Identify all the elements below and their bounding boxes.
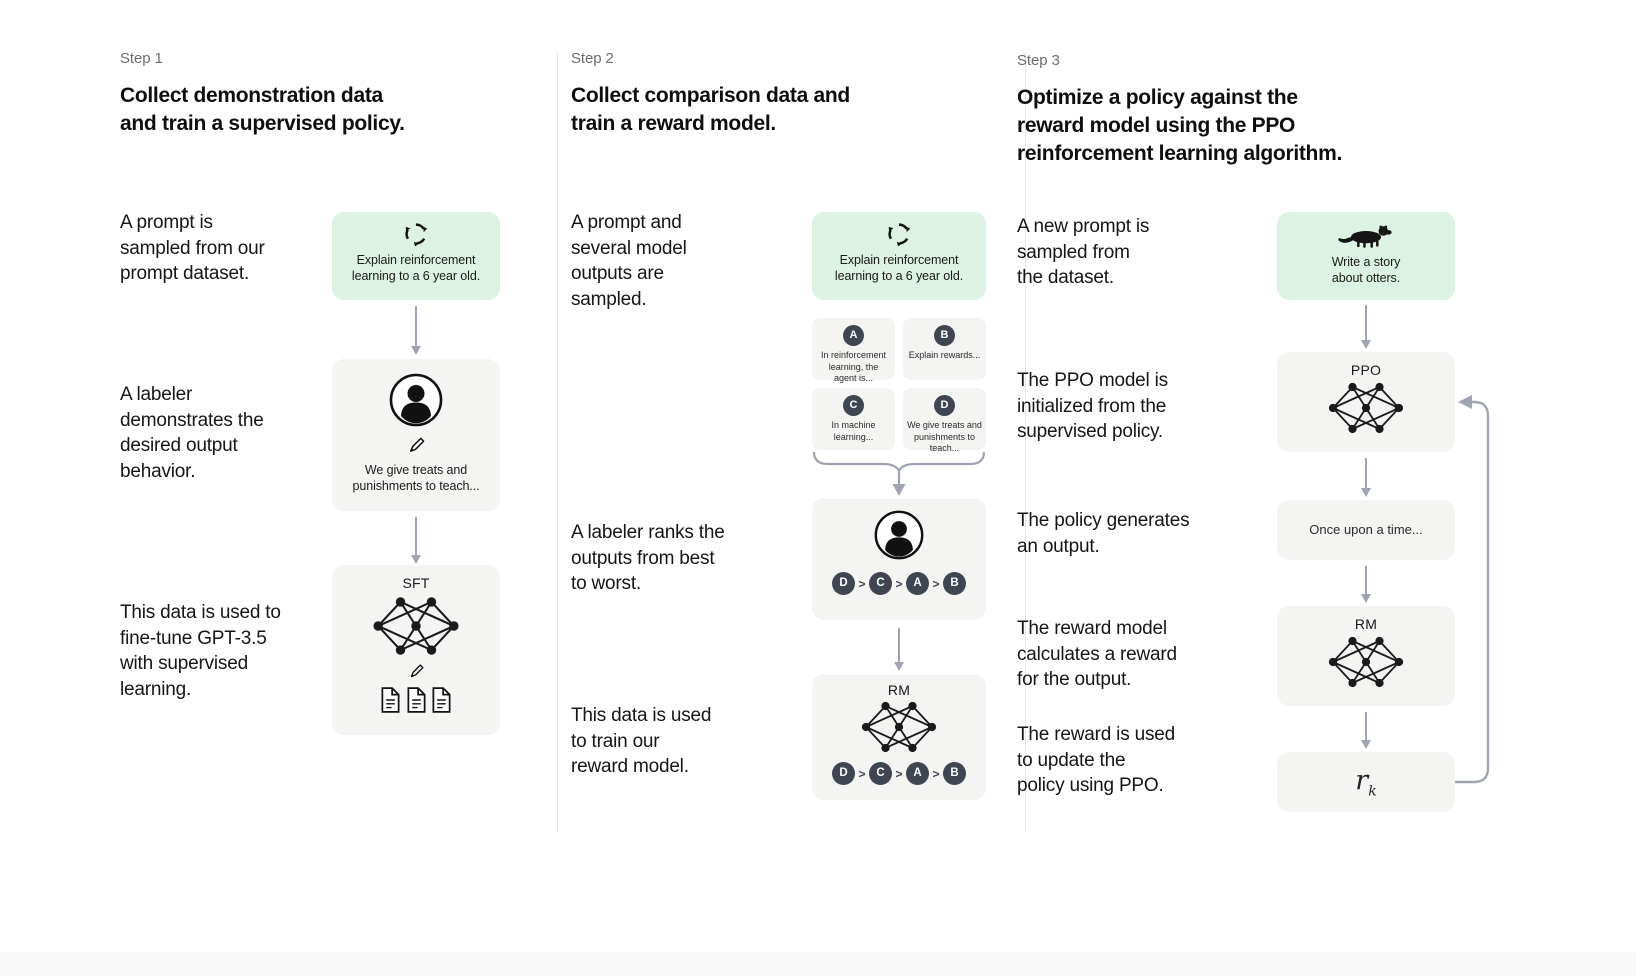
option-card-a: A In reinforcement learning, the agent i… [812,318,895,383]
feedback-loop-arrow [1455,395,1490,784]
rank-separator: > [858,766,866,781]
flow-arrow [898,628,900,662]
rm-label: RM [887,682,911,698]
caption-labeler-ranks: A labeler ranks the outputs from best to… [571,522,725,594]
reward-box: rk [1277,752,1455,812]
caption-ppo-initialized: The PPO model is initialized from the su… [1017,370,1168,442]
otter-icon [1338,225,1392,248]
step-label: Step 1 [120,50,163,67]
prompt-box: Write a story about otters. [1277,212,1455,300]
footer-band [0,952,1636,976]
caption-outputs-sampled: A prompt and several model outputs are s… [571,212,687,310]
flow-arrow [1365,566,1367,594]
option-text: In reinforcement learning, the agent is.… [820,350,887,383]
rank-separator: > [895,766,903,781]
column-divider [1025,52,1026,832]
caption-prompt-sampled: A prompt is sampled from our prompt data… [120,212,265,284]
caption-reward-updates-policy: The reward is used to update the policy … [1017,724,1175,796]
ranking-chips: D>C>A>B [812,572,986,595]
column-divider [557,52,558,832]
rank-separator: > [895,576,903,591]
option-card-b: B Explain rewards... [903,318,986,380]
rank-chip: C [868,762,892,785]
flow-arrow [1365,458,1367,488]
rank-separator: > [932,576,940,591]
option-text: In machine learning... [831,420,876,442]
rm-box: RM [1277,606,1455,706]
rank-chip: A [906,572,929,595]
reward-symbol: rk [1355,765,1377,800]
brace-connector [812,451,986,496]
labeler-demo-text: We give treats and punishments to teach.… [352,463,480,493]
option-card-d: D We give treats and punishments to teac… [903,388,986,453]
neural-network-icon [1328,635,1404,689]
option-text: We give treats and punishments to teach.… [907,420,982,453]
rank-separator: > [932,766,940,781]
step-title: Collect demonstration data and train a s… [120,84,405,135]
option-letter-badge: C [843,395,864,416]
cycle-icon [886,223,912,247]
rank-chip: D [831,762,855,785]
rank-chip: B [943,762,967,785]
caption-labeler-demonstrates: A labeler demonstrates the desired outpu… [120,384,264,482]
ppo-box: PPO [1277,352,1455,452]
flow-arrow [1365,712,1367,740]
neural-network-icon [1328,381,1404,435]
ranking-chips: D>C>A>B [812,762,986,785]
prompt-text: Explain reinforcement learning to a 6 ye… [351,253,481,283]
rank-box: D>C>A>B [812,498,986,620]
neural-network-icon [373,596,459,656]
rm-label: RM [1354,616,1378,632]
rank-separator: > [858,576,866,591]
labeler-box: We give treats and punishments to teach.… [332,359,500,511]
flow-arrow [415,517,417,555]
rank-chip: A [906,762,929,785]
option-letter-badge: A [843,325,864,346]
caption-policy-generates: The policy generates an output. [1017,510,1190,557]
output-text: Once upon a time... [1309,522,1423,537]
sft-label: SFT [402,575,430,591]
prompt-box: Explain reinforcement learning to a 6 ye… [332,212,500,300]
caption-reward-calculated: The reward model calculates a reward for… [1017,618,1177,690]
output-box: Once upon a time... [1277,500,1455,560]
pencil-icon [409,437,424,452]
option-text: Explain rewards... [908,350,981,360]
prompt-text: Explain reinforcement learning to a 6 ye… [834,253,964,283]
rank-chip: D [831,572,855,595]
step-title: Optimize a policy against the reward mod… [1017,86,1342,165]
sft-box: SFT [332,565,500,735]
rank-chip: C [868,572,892,595]
caption-finetune-gpt: This data is used to fine-tune GPT-3.5 w… [120,602,281,700]
step-label: Step 3 [1017,52,1060,69]
option-card-c: C In machine learning... [812,388,895,450]
flow-arrow [415,306,417,346]
cycle-icon [403,223,429,247]
neural-network-icon [861,700,937,754]
rank-chip: B [943,572,967,595]
caption-train-reward-model: This data is used to train our reward mo… [571,705,712,777]
prompt-text: Write a story about otters. [1331,255,1401,285]
flow-arrow [1365,305,1367,340]
option-letter-badge: D [934,395,955,416]
ppo-label: PPO [1350,362,1382,378]
step-title: Collect comparison data and train a rewa… [571,84,850,135]
prompt-box: Explain reinforcement learning to a 6 ye… [812,212,986,300]
documents-icon [380,687,452,717]
option-letter-badge: B [934,325,955,346]
person-icon [874,510,924,560]
rm-box: RM D>C>A>B [812,674,986,800]
step-label: Step 2 [571,50,614,67]
caption-new-prompt: A new prompt is sampled from the dataset… [1017,216,1150,288]
person-icon [389,373,443,427]
pencil-icon [410,664,424,678]
